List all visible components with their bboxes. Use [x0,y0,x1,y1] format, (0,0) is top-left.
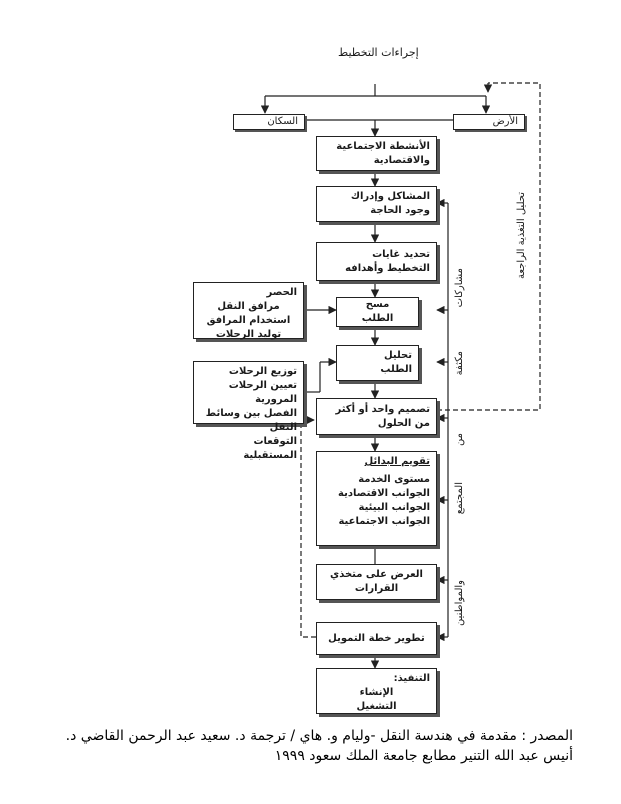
activities-line-2: والاقتصادية [373,154,430,166]
land-box: الأرض [453,114,525,130]
diagram-title: إجراءات التخطيط [338,46,419,59]
participation-label-5: والمواطنين [454,580,465,626]
participation-label-4: المجتمع [454,482,465,515]
inventory-item: مرافق النقل [217,301,280,312]
goals-box: تحديد غايات التخطيط وأهدافه [316,242,437,281]
source-line-1: المصدر : مقدمة في هندسة النقل -وليام و. … [65,728,573,744]
analysis-line-2: الطلب [380,364,412,375]
implementation-item: التشغيل [356,701,397,712]
participation-label-1: مشاركات [454,268,465,308]
feedback-label: تحليل التغذية الراجعة [516,192,527,280]
land-label: الأرض [492,116,518,127]
evaluation-item: مستوى الخدمة [358,474,430,485]
population-box: السكان [233,114,305,130]
activities-line-1: الأنشطة الاجتماعية [336,140,430,152]
inventory-box: الحصر مرافق النقل استخدام المرافق توليد … [193,282,304,340]
goals-line-2: التخطيط وأهدافه [345,262,430,274]
analysis-box: تحليل الطلب [336,345,419,381]
evaluation-item: الجوانب الاجتماعية [338,516,430,527]
problems-line-1: المشاكل وإدراك [350,191,430,202]
presentation-box: العرض على متخذي القرارات [316,564,437,600]
presentation-label: العرض على متخذي القرارات [330,569,423,594]
distribution-item: تعيين الرحلات المرورية [228,380,297,405]
implementation-box: التنفيذ: الإنشاء التشغيل [316,668,437,714]
population-label: السكان [267,116,298,127]
evaluation-item: الجوانب البيئية [358,502,430,513]
inventory-title: الحصر [266,287,297,298]
participation-label-3: من [454,433,465,446]
survey-line-2: الطلب [361,313,394,324]
problems-line-2: وجود الحاجة [370,205,430,216]
activities-box: الأنشطة الاجتماعية والاقتصادية [316,136,437,171]
implementation-item: الإنشاء [359,687,394,698]
participation-label-2: مكثفة [454,351,465,376]
distribution-item: التوقعات المستقبلية [243,436,297,461]
survey-line-1: مسح [365,299,390,310]
evaluation-item: الجوانب الاقتصادية [338,488,430,499]
design-line-2: من الحلول [377,417,430,429]
distribution-box: توزيع الرحلات تعيين الرحلات المرورية الف… [193,361,304,461]
inventory-item: استخدام المرافق [206,315,291,326]
implementation-title: التنفيذ: [393,673,430,684]
evaluation-title: تقويم البدائل [364,456,430,467]
goals-line-1: تحديد غايات [372,248,430,260]
inventory-item: توليد الرحلات [215,329,282,340]
design-box: تصميم واحد أو أكثر من الحلول [316,398,437,435]
problems-box: المشاكل وإدراك وجود الحاجة [316,186,437,222]
design-line-1: تصميم واحد أو أكثر [335,403,431,415]
analysis-line-1: تحليل [383,350,412,361]
evaluation-box: تقويم البدائل مستوى الخدمة الجوانب الاقت… [316,451,437,546]
distribution-item: توزيع الرحلات [228,366,297,377]
survey-box: مسح الطلب [336,297,419,327]
source-line-2: أنيس عبد الله التنير مطابع جامعة الملك س… [274,748,573,764]
financing-box: تطوير خطة التمويل [316,622,437,655]
financing-label: تطوير خطة التمويل [328,632,425,644]
distribution-item: الفصل بين وسائط النقل [205,408,297,433]
